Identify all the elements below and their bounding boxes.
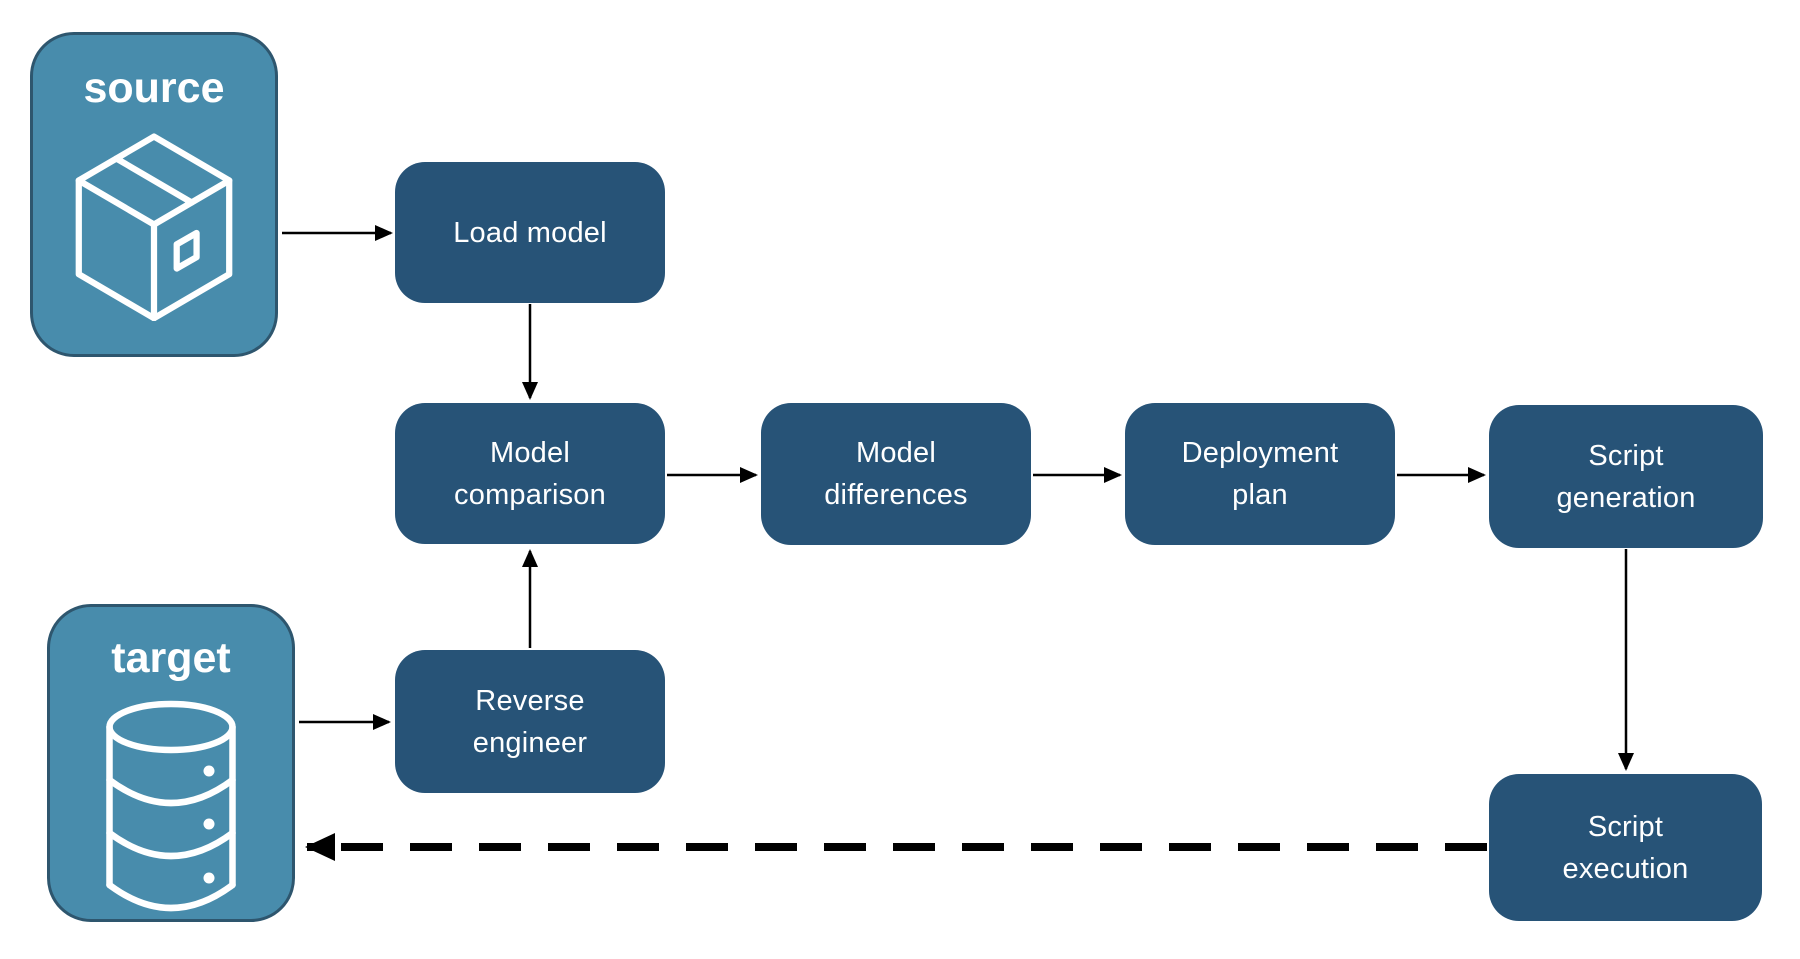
database-icon xyxy=(106,700,236,912)
node-model-differences: Model differences xyxy=(761,403,1031,545)
node-deployment-plan-label: Deployment plan xyxy=(1181,437,1339,511)
node-script-generation-label: Script generation xyxy=(1556,439,1696,514)
node-reverse-engineer-label: Reverse engineer xyxy=(472,684,588,759)
node-reverse-engineer: Reverse engineer xyxy=(395,650,665,793)
node-script-generation: Script generation xyxy=(1489,405,1763,548)
container-target: target xyxy=(47,604,295,922)
node-load-model: Load model xyxy=(395,162,665,303)
node-script-execution-label: Script execution xyxy=(1562,810,1689,885)
node-script-execution: Script execution xyxy=(1489,774,1762,921)
source-label: source xyxy=(83,64,225,112)
node-model-comparison-label: Model comparison xyxy=(454,436,606,511)
node-model-differences-label: Model differences xyxy=(824,437,968,511)
container-source: source xyxy=(30,32,278,357)
node-deployment-plan: Deployment plan xyxy=(1125,403,1395,545)
target-label: target xyxy=(111,634,231,682)
node-model-comparison: Model comparison xyxy=(395,403,665,544)
package-icon xyxy=(75,133,233,321)
node-load-model-label: Load model xyxy=(453,216,607,249)
